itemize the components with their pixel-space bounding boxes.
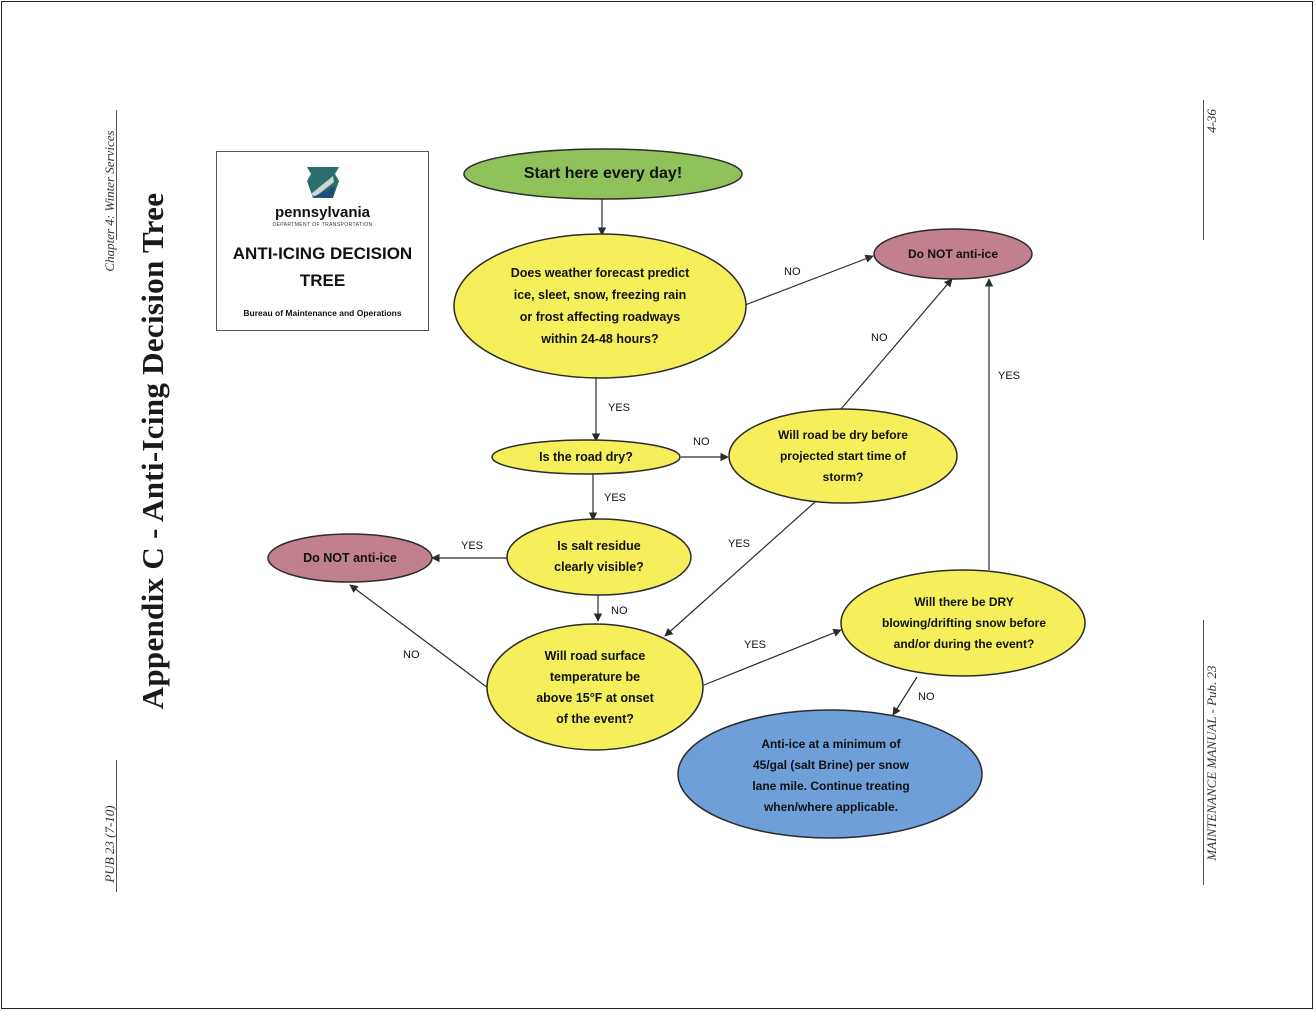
dry-drifting-question: Will there be DRY blowing/drifting snow …	[882, 594, 1046, 651]
footer-rule-left	[116, 760, 117, 892]
arrow-drifting-no	[892, 676, 918, 716]
label-drifting-yes: YES	[998, 370, 1021, 382]
node-anti-ice-action	[677, 709, 983, 839]
label-temp-no: NO	[403, 649, 420, 661]
no-anti-ice-top-label: Do NOT anti-ice	[907, 247, 998, 261]
node-dry-before-storm	[728, 408, 958, 504]
logo-org-name: pennsylvania	[274, 204, 371, 221]
arrow-forecast-no	[744, 254, 874, 306]
node-forecast	[453, 233, 747, 379]
header-rule-right	[1203, 100, 1204, 240]
dry-before-storm-question: Will road be dry before projected start …	[778, 427, 908, 484]
label-drifting-no: NO	[918, 691, 935, 703]
forecast-question: Does weather forecast predict ice, sleet…	[510, 266, 690, 346]
label-forecast-no: NO	[784, 266, 801, 278]
label-temp-yes: YES	[744, 639, 767, 651]
arrow-temp-no	[349, 584, 489, 689]
logo-dept: DEPARTMENT OF TRANSPORTATION	[272, 222, 373, 228]
start-label: Start here every day!	[523, 165, 683, 182]
label-roaddry-yes: YES	[604, 492, 627, 504]
node-start	[463, 148, 743, 200]
label-roaddry-no: NO	[693, 436, 710, 448]
keystone-icon	[307, 167, 339, 198]
node-no-anti-ice-top	[873, 228, 1033, 280]
penndot-logo-box: pennsylvania DEPARTMENT OF TRANSPORTATIO…	[216, 151, 429, 331]
node-no-anti-ice-left	[267, 533, 433, 583]
label-salt-no: NO	[611, 605, 628, 617]
label-forecast-yes: YES	[608, 402, 631, 414]
salt-residue-question: Is salt residue clearly visible?	[554, 539, 644, 574]
node-surface-temp	[486, 623, 704, 751]
arrow-drybefore-no	[840, 278, 953, 410]
label-drybefore-no: NO	[871, 332, 888, 344]
node-road-dry	[491, 439, 681, 475]
node-salt-residue	[506, 518, 692, 596]
footer-rule-right	[1203, 620, 1204, 885]
label-salt-yes: YES	[461, 540, 484, 552]
logo-subtitle: Bureau of Maintenance and Operations	[243, 308, 402, 318]
surface-temp-question: Will road surface temperature be above 1…	[536, 649, 654, 726]
anti-ice-action-label: Anti-ice at a minimum of 45/gal (salt Br…	[752, 737, 910, 814]
node-dry-drifting	[840, 569, 1086, 677]
header-rule	[116, 110, 117, 240]
arrow-drybefore-yes	[664, 501, 816, 637]
logo-title: ANTI-ICING DECISION TREE	[232, 244, 413, 290]
label-drybefore-yes: YES	[728, 538, 751, 550]
road-dry-question: Is the road dry?	[539, 450, 633, 464]
no-anti-ice-left-label: Do NOT anti-ice	[303, 551, 397, 565]
arrow-temp-yes	[703, 628, 842, 686]
